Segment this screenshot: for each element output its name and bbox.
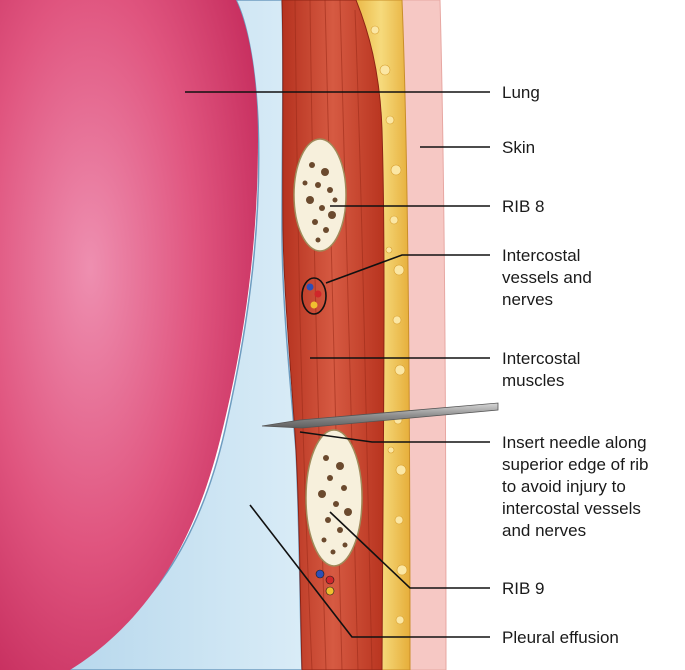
label-lung: Lung xyxy=(502,83,540,102)
intercostal-vessels-rib9 xyxy=(315,569,335,596)
rib-9 xyxy=(305,429,363,567)
label-skin: Skin xyxy=(502,138,536,157)
pleural-fluid-region xyxy=(58,0,303,670)
label-needle-instruction: Insert needle along superior edge of rib… xyxy=(502,433,649,540)
leader-lines xyxy=(185,91,490,638)
fat-globules xyxy=(370,25,408,625)
intercostal-vessels-rib8 xyxy=(301,277,327,315)
rib-8 xyxy=(293,138,347,252)
label-intercostal-muscles: Intercostal muscles xyxy=(502,349,581,390)
label-rib-8: RIB 8 xyxy=(502,197,545,216)
label-rib-9: RIB 9 xyxy=(502,579,545,598)
label-intercostal-vessels: Intercostal vessels and nerves xyxy=(502,246,592,309)
lung-shape xyxy=(0,0,258,670)
label-pleural-effusion: Pleural effusion xyxy=(502,628,619,647)
needle xyxy=(261,402,499,429)
